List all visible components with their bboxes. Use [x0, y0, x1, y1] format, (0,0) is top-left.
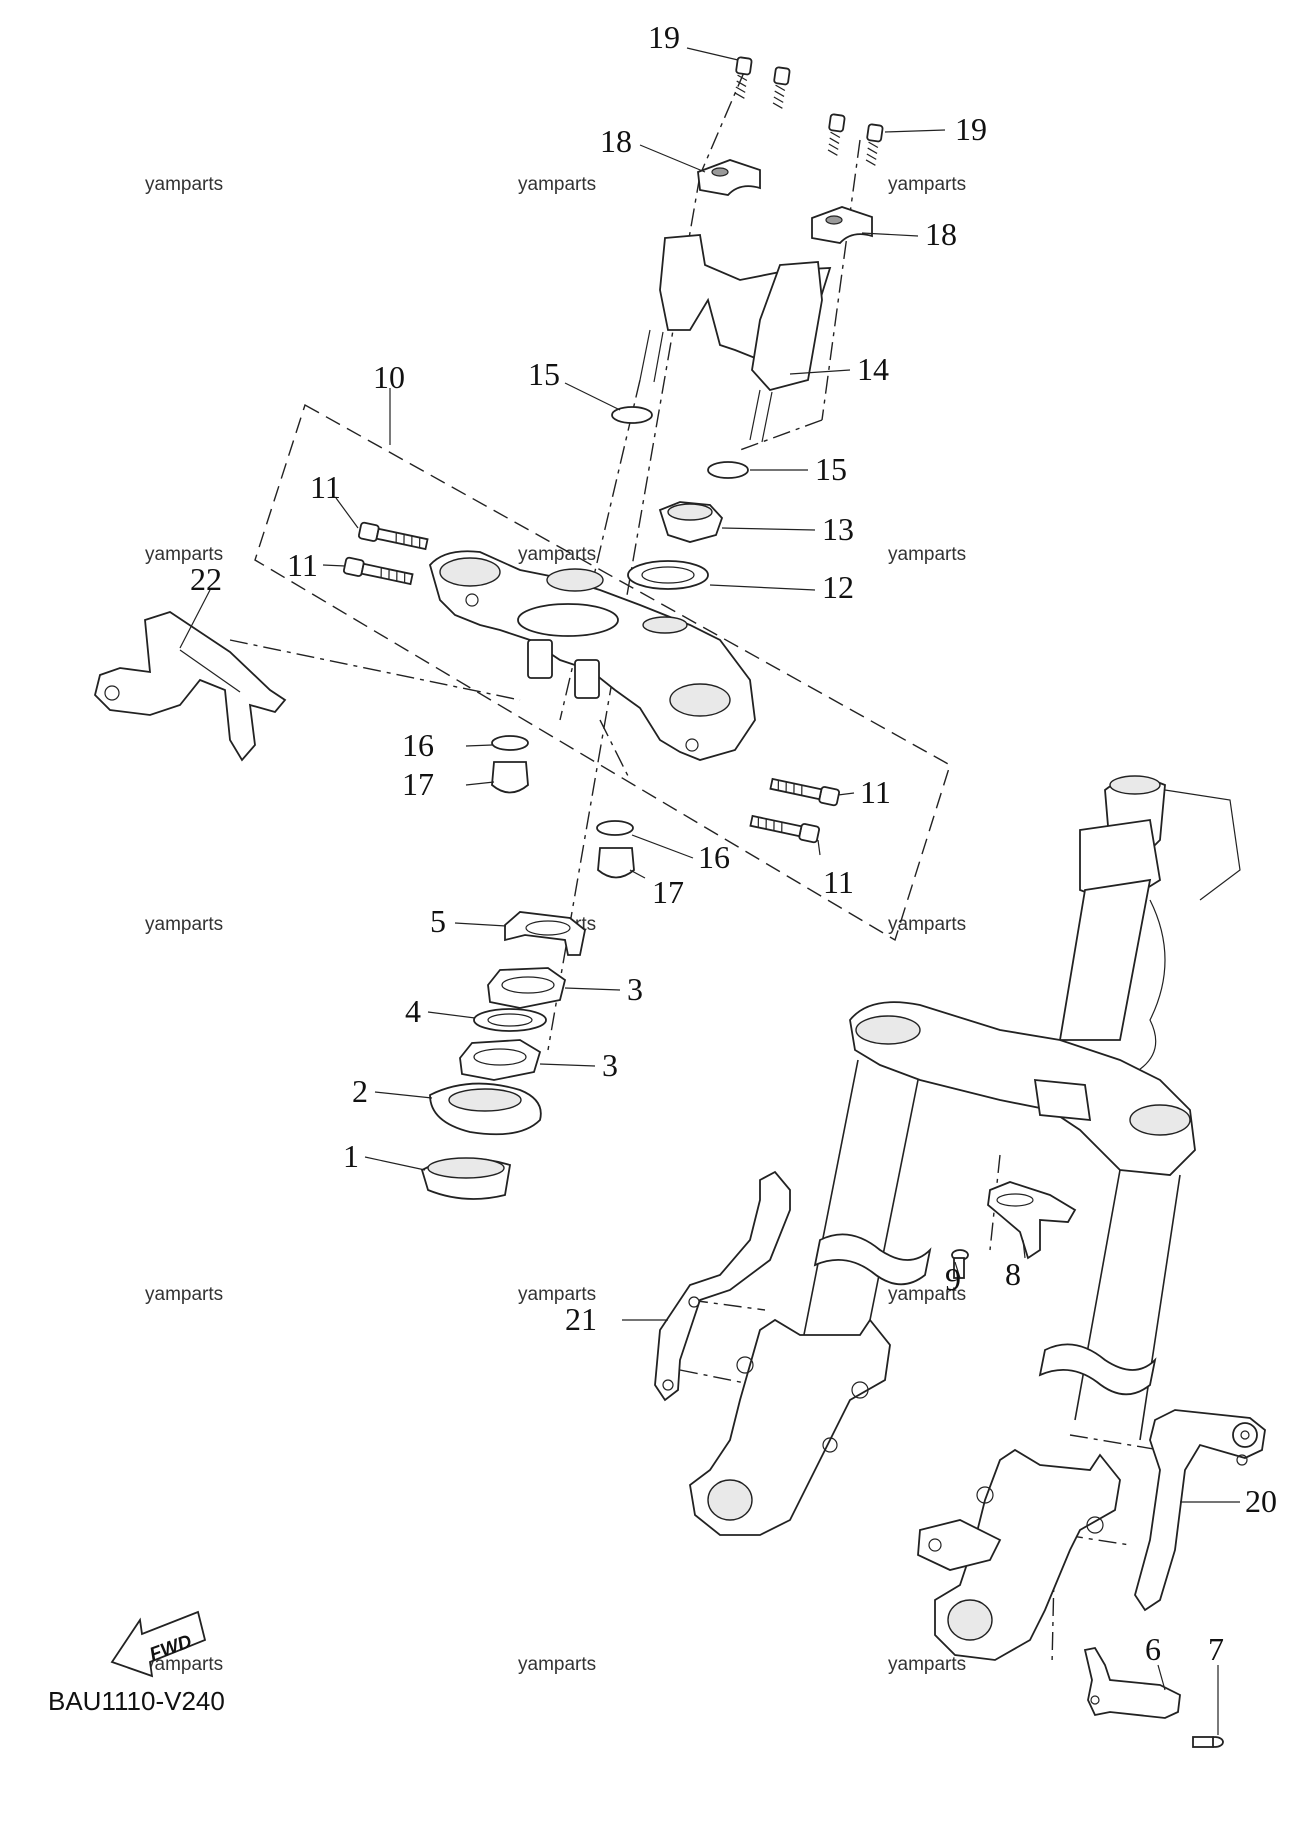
- watermark: yamparts: [145, 1654, 223, 1675]
- sensor-bracket-screw: [1192, 1736, 1224, 1748]
- callout-leaders: [179, 47, 1240, 1735]
- lower-bracket-assembly-boundary: [254, 403, 951, 942]
- handlebar-riser: [639, 234, 832, 443]
- watermark: yamparts: [888, 914, 966, 935]
- callout-6: 6: [1145, 1631, 1161, 1667]
- callout-19: 19: [955, 111, 987, 147]
- callout-15: 15: [528, 356, 560, 392]
- callout-18: 18: [600, 123, 632, 159]
- callout-7: 7: [1208, 1631, 1224, 1667]
- callout-12: 12: [822, 569, 854, 605]
- diagram-code: BAU1110-V240: [48, 1686, 225, 1716]
- callout-8: 8: [1005, 1256, 1021, 1292]
- callout-4: 4: [405, 993, 421, 1029]
- callout-9: 9: [945, 1261, 961, 1297]
- callout-5: 5: [430, 903, 446, 939]
- callout-19: 19: [648, 19, 680, 55]
- left-brake-hose-holder: [654, 1170, 791, 1402]
- callout-16: 16: [402, 727, 434, 763]
- callout-13: 13: [822, 511, 854, 547]
- watermark: yamparts: [145, 914, 223, 935]
- cap-nut-washer: [491, 735, 634, 836]
- pinch-bolt: [342, 521, 841, 844]
- brake-hose-bracket: [94, 611, 287, 762]
- speed-sensor-bracket: [1083, 1646, 1181, 1719]
- callout-11: 11: [823, 864, 854, 900]
- watermark-grid: yamparts yamparts yamparts yamparts yamp…: [145, 174, 966, 1675]
- callout-11: 11: [287, 547, 318, 583]
- ring-nut: [459, 967, 567, 1081]
- watermark: yamparts: [888, 544, 966, 565]
- callout-10: 10: [373, 359, 405, 395]
- watermark: yamparts: [888, 1654, 966, 1675]
- rubber-washer: [473, 1008, 547, 1032]
- callout-3: 3: [627, 971, 643, 1007]
- watermark: yamparts: [888, 1284, 966, 1305]
- cap-nut: [491, 761, 635, 879]
- callout-2: 2: [352, 1073, 368, 1109]
- steering-bearing: [420, 1157, 512, 1200]
- callout-21: 21: [565, 1301, 597, 1337]
- riser-washer: [707, 461, 749, 479]
- callout-11: 11: [860, 774, 891, 810]
- callout-3: 3: [602, 1047, 618, 1083]
- callout-11: 11: [310, 469, 341, 505]
- watermark: yamparts: [518, 1654, 596, 1675]
- handlebar-upper-holder: [697, 159, 873, 244]
- watermark: yamparts: [888, 174, 966, 195]
- callout-16: 16: [698, 839, 730, 875]
- watermark: yamparts: [145, 174, 223, 195]
- callout-1: 1: [343, 1138, 359, 1174]
- callout-15: 15: [815, 451, 847, 487]
- riser-washer: [611, 406, 653, 424]
- steering-stem-nut: [658, 501, 724, 543]
- bearing-cover: [429, 1082, 542, 1136]
- callout-17: 17: [652, 874, 684, 910]
- watermark: yamparts: [145, 544, 223, 565]
- hose-guide-bracket: [987, 1181, 1077, 1260]
- bracket-screw: [951, 1249, 969, 1279]
- callout-18: 18: [925, 216, 957, 252]
- upper-triple-clamp: [428, 550, 756, 761]
- handlebar-clamp-bolt: [734, 56, 884, 166]
- front-fork-assembly: [689, 775, 1241, 1661]
- watermark: yamparts: [518, 544, 596, 565]
- lock-washer: [504, 911, 586, 956]
- stem-washer: [627, 560, 709, 590]
- callout-numbers: 19 19 18 18 14 15 15 10 11 11 11 11 13 1…: [190, 19, 1277, 1667]
- callout-22: 22: [190, 561, 222, 597]
- watermark: yamparts: [518, 174, 596, 195]
- callout-20: 20: [1245, 1483, 1277, 1519]
- watermark: yamparts: [145, 1284, 223, 1305]
- callout-14: 14: [857, 351, 889, 387]
- right-brake-hose-holder: [1134, 1409, 1266, 1612]
- callout-17: 17: [402, 766, 434, 802]
- watermark: yamparts: [518, 1284, 596, 1305]
